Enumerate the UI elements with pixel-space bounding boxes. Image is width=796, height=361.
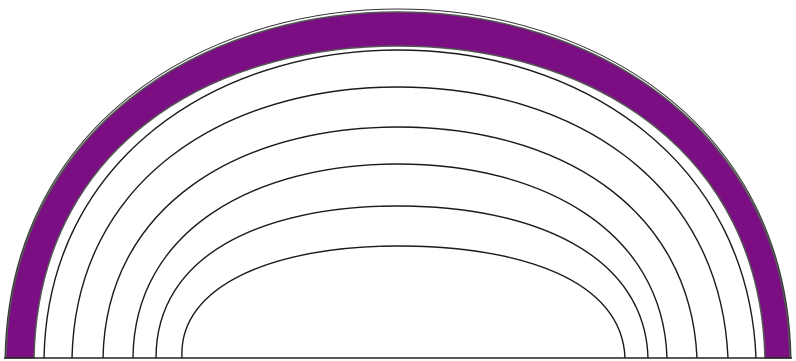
inner-curve-4 (133, 164, 667, 358)
outer-band-outline (5, 9, 791, 358)
outer-band (6, 12, 790, 358)
inner-curve-6 (182, 246, 625, 358)
inner-curve-3 (103, 127, 697, 358)
